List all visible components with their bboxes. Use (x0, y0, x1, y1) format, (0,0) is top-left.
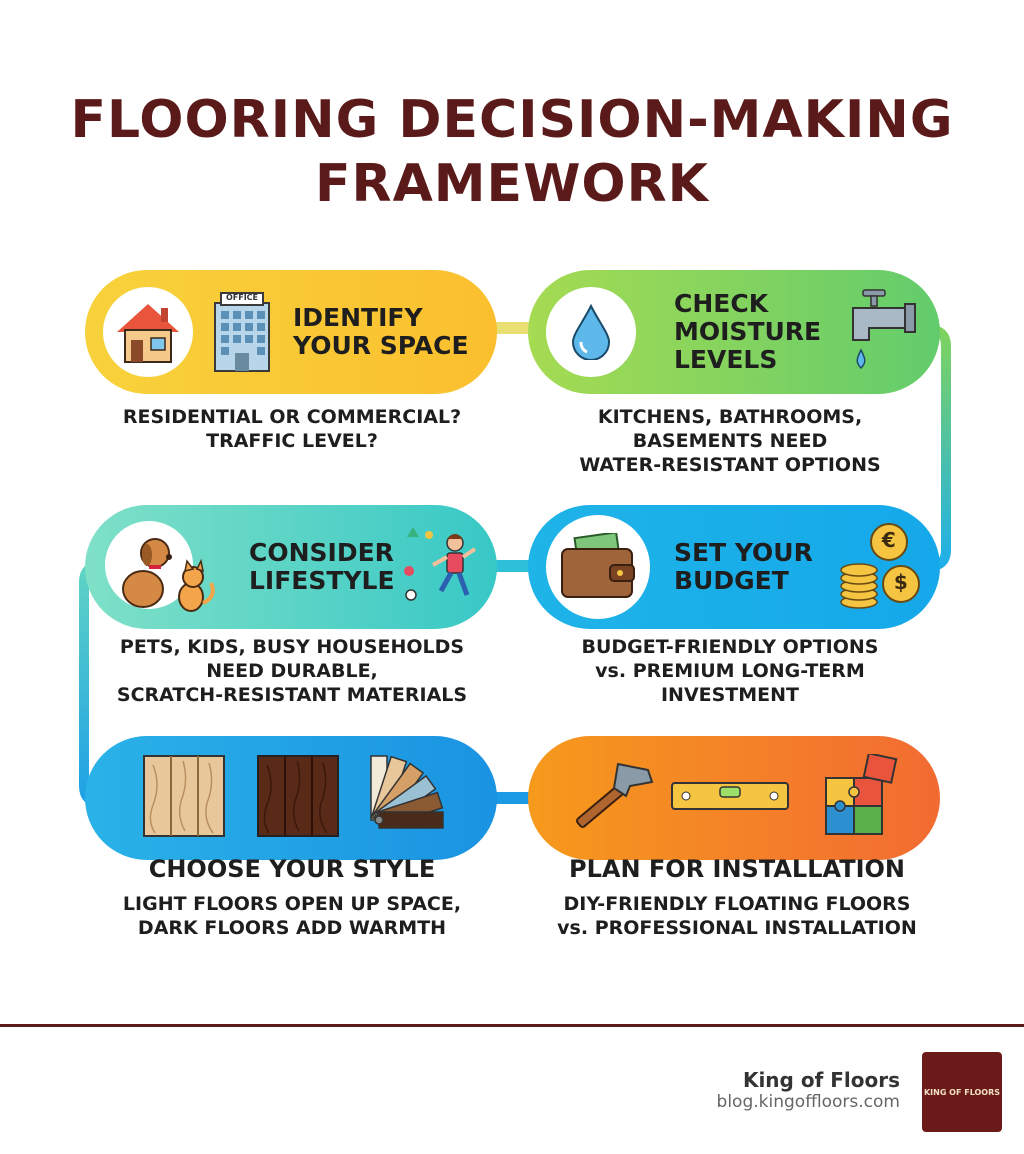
step-installation-description: DIY-FRIENDLY FLOATING FLOORS vs. PROFESS… (517, 892, 957, 940)
desc-line: DIY-FRIENDLY FLOATING FLOORS (563, 893, 911, 915)
house-icon (103, 287, 193, 377)
title-line-2: FRAMEWORK (315, 154, 709, 214)
desc-line: BASEMENTS NEED (632, 430, 828, 452)
child-playing-icon (401, 523, 481, 611)
hammer-icon (568, 756, 656, 840)
step-label-line: LEVELS (674, 345, 778, 374)
step-label: CHECK MOISTURE LEVELS (674, 290, 821, 374)
wallet-icon (546, 515, 650, 619)
step-budget-description: BUDGET-FRIENDLY OPTIONS vs. PREMIUM LONG… (510, 635, 950, 707)
desc-line: BUDGET-FRIENDLY OPTIONS (581, 636, 879, 658)
brand-logo-text: KING OF FLOORS (923, 1087, 1001, 1097)
step-style-heading: CHOOSE YOUR STYLE (148, 855, 436, 883)
brand-url: blog.kingoffloors.com (716, 1092, 900, 1112)
step-label: SET YOUR BUDGET (674, 539, 813, 595)
step-label: IDENTIFY YOUR SPACE (293, 304, 469, 360)
office-sign-text: OFFICE (225, 293, 259, 302)
desc-line: TRAFFIC LEVEL? (206, 430, 378, 452)
desc-line: PETS, KIDS, BUSY HOUSEHOLDS (119, 636, 465, 658)
step-lifestyle-description: PETS, KIDS, BUSY HOUSEHOLDS NEED DURABLE… (72, 635, 512, 707)
connector-3-4 (490, 560, 536, 572)
dollar-symbol: $ (893, 570, 908, 594)
step-label-line: YOUR SPACE (293, 331, 469, 360)
step-plan-installation (528, 736, 940, 860)
desc-line: INVESTMENT (660, 684, 800, 706)
puzzle-icon (820, 752, 900, 842)
desc-line: WATER-RESISTANT OPTIONS (579, 454, 881, 476)
step-label-line: CONSIDER (249, 538, 394, 567)
desc-line: KITCHENS, BATHROOMS, (597, 406, 863, 428)
dark-wood-icon (257, 755, 339, 841)
footer-divider (0, 1024, 1024, 1027)
faucet-icon (839, 288, 919, 376)
step-label: CONSIDER LIFESTYLE (249, 539, 395, 595)
step-style-description: LIGHT FLOORS OPEN UP SPACE, DARK FLOORS … (72, 892, 512, 940)
step-moisture-description: KITCHENS, BATHROOMS, BASEMENTS NEED WATE… (510, 405, 950, 477)
desc-line: vs. PREMIUM LONG-TERM (595, 660, 865, 682)
desc-line: LIGHT FLOORS OPEN UP SPACE, (122, 893, 462, 915)
step-label-line: IDENTIFY (293, 303, 423, 332)
color-swatch-icon (367, 754, 451, 842)
desc-line: SCRATCH-RESISTANT MATERIALS (116, 684, 468, 706)
step-check-moisture: CHECK MOISTURE LEVELS (528, 270, 940, 394)
step-label-line: LIFESTYLE (249, 566, 395, 595)
step-installation-heading: PLAN FOR INSTALLATION (569, 855, 905, 883)
title-line-1: FLOORING DECISION-MAKING (70, 90, 954, 150)
desc-line: vs. PROFESSIONAL INSTALLATION (557, 917, 917, 939)
step-identify-description: RESIDENTIAL OR COMMERCIAL? TRAFFIC LEVEL… (72, 405, 512, 453)
step-label-line: SET YOUR (674, 538, 813, 567)
coins-icon: € $ (839, 522, 923, 612)
level-icon (670, 781, 790, 815)
step-label-line: CHECK (674, 289, 769, 318)
page-title: FLOORING DECISION-MAKING FRAMEWORK (0, 88, 1024, 216)
desc-line: RESIDENTIAL OR COMMERCIAL? (122, 406, 462, 428)
step-identify-space: OFFICE IDENTIFY YOUR SPACE (85, 270, 497, 394)
office-building-icon: OFFICE (207, 291, 277, 373)
step-label-line: BUDGET (674, 566, 789, 595)
brand-name: King of Floors (742, 1068, 900, 1092)
step-choose-style (85, 736, 497, 860)
desc-line: NEED DURABLE, (206, 660, 378, 682)
dog-cat-icon (103, 517, 223, 617)
water-drop-icon (546, 287, 636, 377)
connector-1-2 (490, 322, 536, 334)
light-wood-icon (143, 755, 225, 841)
step-label-line: MOISTURE (674, 317, 822, 346)
step-set-budget: SET YOUR BUDGET € $ (528, 505, 940, 629)
euro-symbol: € (881, 528, 896, 552)
desc-line: DARK FLOORS ADD WARMTH (137, 917, 447, 939)
brand-logo: KING OF FLOORS (922, 1052, 1002, 1132)
step-consider-lifestyle: CONSIDER LIFESTYLE (85, 505, 497, 629)
connector-5-6 (490, 792, 536, 804)
